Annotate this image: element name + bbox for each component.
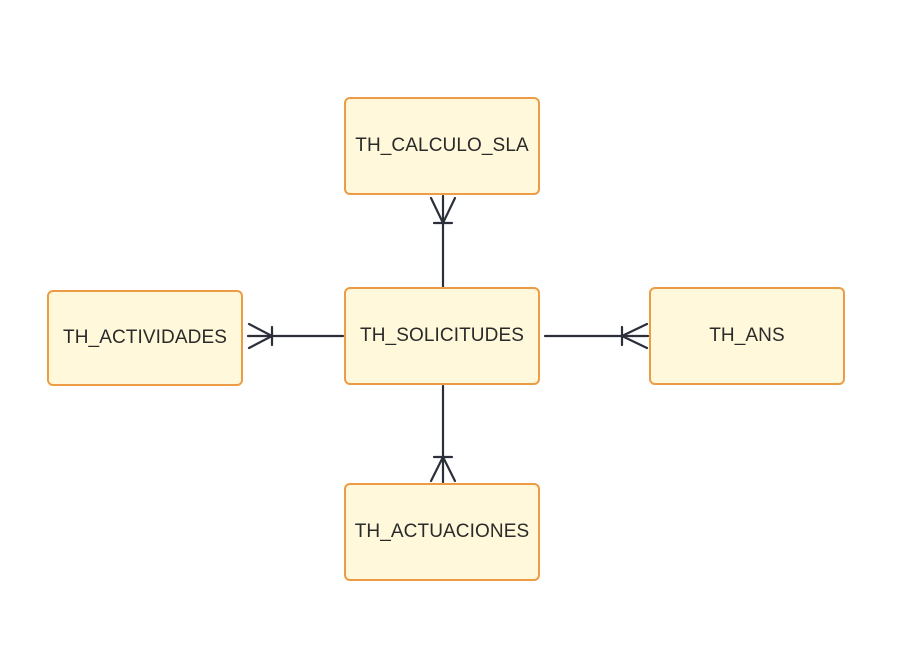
- connector-solicitudes-calculo-sla: [429, 194, 457, 289]
- entity-label: TH_ACTIVIDADES: [63, 327, 227, 348]
- crows-foot-mark: [247, 322, 275, 350]
- entity-th-ans[interactable]: TH_ANS: [649, 287, 845, 385]
- crows-foot-mark: [429, 196, 457, 226]
- entity-label: TH_ANS: [709, 325, 785, 346]
- connector-solicitudes-ans: [543, 322, 650, 350]
- entity-th-actuaciones[interactable]: TH_ACTUACIONES: [344, 483, 540, 581]
- connector-solicitudes-actividades: [246, 322, 345, 350]
- entity-label: TH_ACTUACIONES: [354, 521, 530, 542]
- crows-foot-mark: [429, 454, 457, 483]
- entity-label: TH_CALCULO_SLA: [355, 135, 529, 156]
- entity-th-calculo-sla[interactable]: TH_CALCULO_SLA: [344, 97, 540, 195]
- entity-th-actividades[interactable]: TH_ACTIVIDADES: [47, 290, 243, 386]
- entity-th-solicitudes[interactable]: TH_SOLICITUDES: [344, 287, 540, 385]
- connector-solicitudes-actuaciones: [429, 384, 457, 484]
- crows-foot-mark: [619, 322, 649, 350]
- entity-label: TH_SOLICITUDES: [360, 325, 524, 346]
